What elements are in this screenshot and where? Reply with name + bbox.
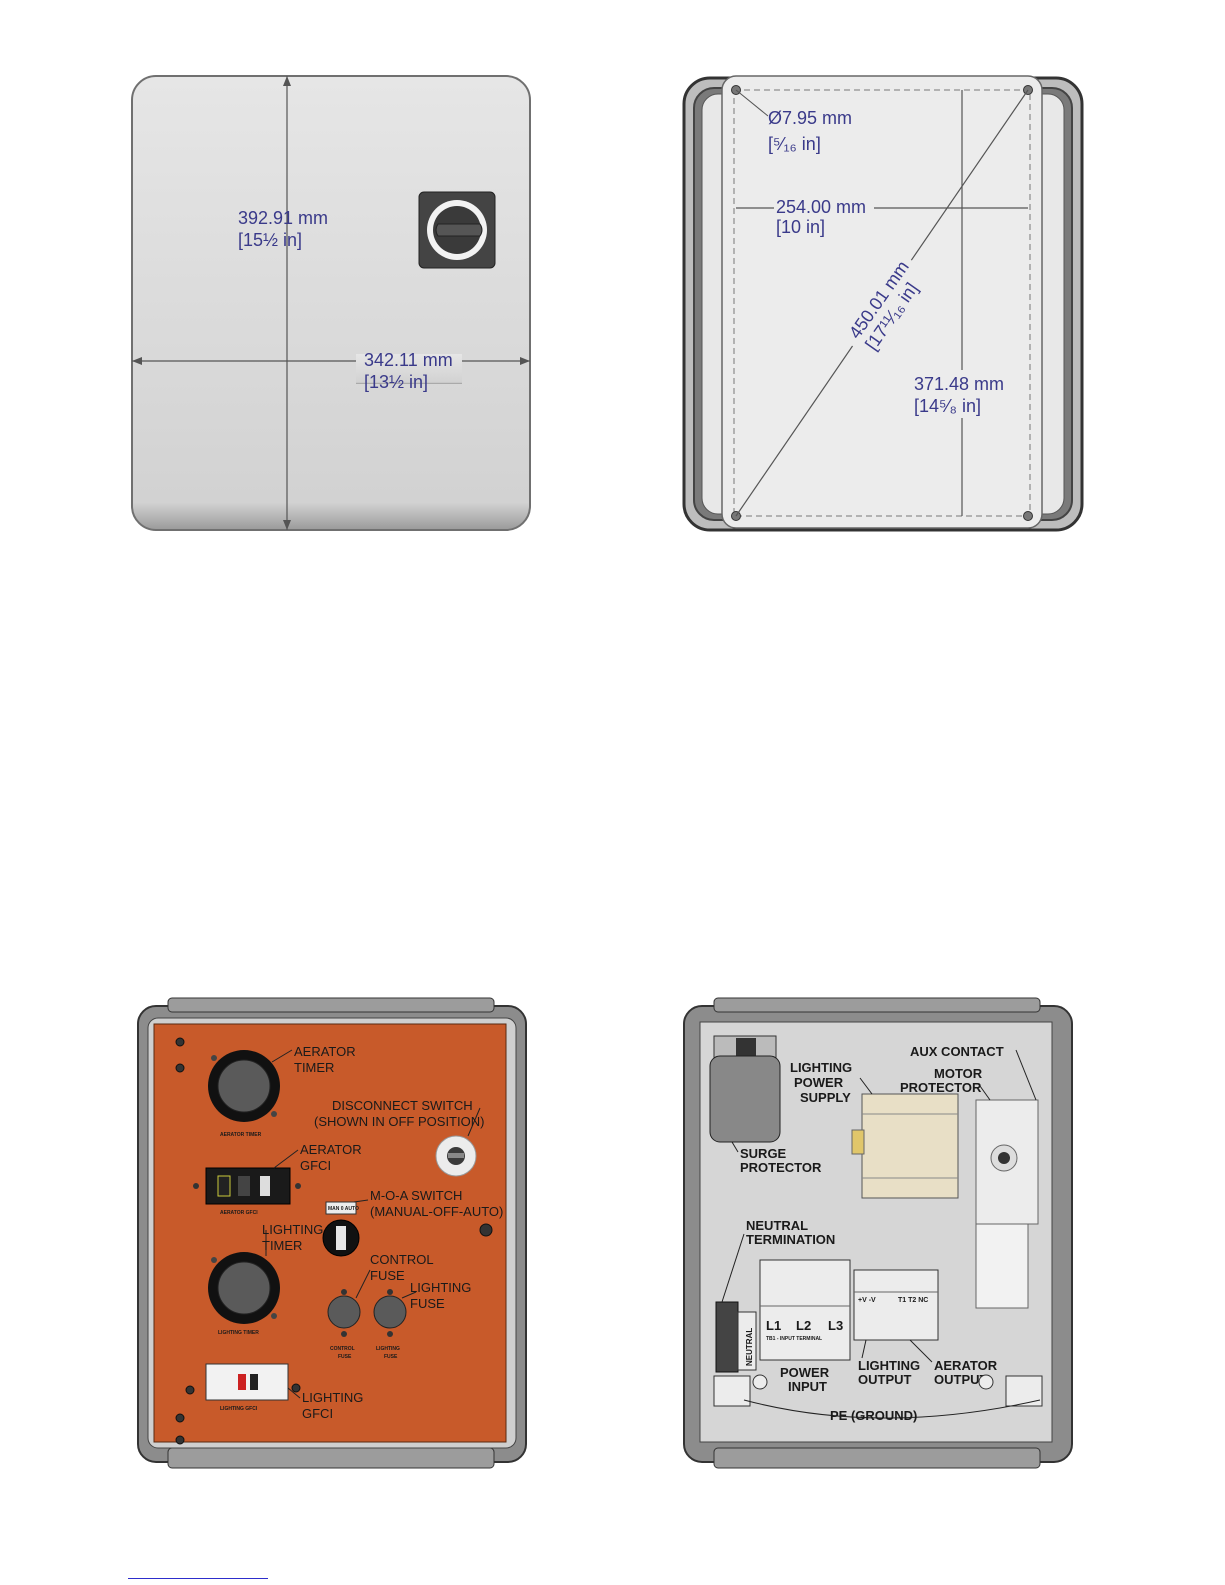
surge-protector <box>709 1035 781 1143</box>
aux-contact-label: AUX CONTACT <box>910 1044 1004 1059</box>
plate-width-in: [10 in] <box>776 217 825 237</box>
lighting-gfci-label-2: GFCI <box>302 1406 333 1421</box>
control-fuse-plate: CONTROL <box>330 1346 355 1352</box>
aerator-timer-plate: AERATOR TIMER <box>220 1132 262 1138</box>
neutral-termination <box>715 1301 757 1373</box>
lighting-timer-plate: LIGHTING TIMER <box>218 1330 259 1336</box>
surge-protector-label: SURGE <box>740 1146 787 1161</box>
front-view-diagram: 392.91 mm [15½ in] 342.11 mm [13½ in] <box>131 75 531 531</box>
disconnect-label: DISCONNECT SWITCH <box>332 1098 473 1113</box>
lighting-power-supply-label-3: SUPPLY <box>800 1090 851 1105</box>
lighting-power-supply-label: LIGHTING <box>790 1060 852 1075</box>
hole-diameter-mm: Ø7.95 mm <box>768 108 852 128</box>
control-fuse-plate-2: FUSE <box>338 1354 352 1360</box>
lighting-fuse-holder[interactable] <box>373 1289 407 1337</box>
terminal-l3: L3 <box>828 1318 843 1333</box>
input-terminal-block <box>759 1259 851 1361</box>
plate-width-mm: 254.00 mm <box>776 197 866 217</box>
interior-diagram: SURGE PROTECTOR LIGHTING POWER SUPPLY MO… <box>683 997 1073 1469</box>
lighting-timer-dial[interactable] <box>208 1252 280 1324</box>
pe-ground-label: PE (GROUND) <box>830 1408 917 1423</box>
lighting-fuse-label: LIGHTING <box>410 1280 471 1295</box>
lighting-gfci-label: LIGHTING <box>302 1390 363 1405</box>
power-input-label: POWER <box>780 1365 830 1380</box>
lighting-timer-label-2: TIMER <box>262 1238 302 1253</box>
terminal-l2: L2 <box>796 1318 811 1333</box>
power-input-label-2: INPUT <box>788 1379 827 1394</box>
lighting-gfci-plate: LIGHTING GFCI <box>220 1406 258 1412</box>
moa-switch[interactable] <box>322 1201 360 1257</box>
front-enclosure <box>131 75 531 531</box>
moa-label-2: (MANUAL-OFF-AUTO) <box>370 1204 503 1219</box>
terminal-l1: L1 <box>766 1318 781 1333</box>
aerator-gfci-receptacle[interactable] <box>193 1167 301 1205</box>
hole-diameter-in: [⁵⁄₁₆ in] <box>768 134 821 154</box>
lighting-terminals: +V -V <box>858 1297 876 1304</box>
plate-height-in: [14⁵⁄₈ in] <box>914 396 981 416</box>
control-fuse-holder[interactable] <box>327 1289 361 1337</box>
motor-protector-label-2: PROTECTOR <box>900 1080 982 1095</box>
back-view-diagram: Ø7.95 mm [⁵⁄₁₆ in] 254.00 mm [10 in] 450… <box>682 75 1084 532</box>
moa-plate: MAN 0 AUTO <box>328 1206 359 1212</box>
footer-link-underline <box>128 1578 268 1579</box>
control-fuse-label-2: FUSE <box>370 1268 405 1283</box>
plate-height-mm: 371.48 mm <box>914 374 1004 394</box>
aerator-gfci-plate: AERATOR GFCI <box>220 1210 258 1216</box>
aerator-timer-label-2: TIMER <box>294 1060 334 1075</box>
moa-label: M-O-A SWITCH <box>370 1188 462 1203</box>
disconnect-switch[interactable] <box>435 1135 477 1177</box>
output-terminal-block <box>853 1269 939 1341</box>
motor-protector <box>975 1099 1039 1309</box>
aerator-timer-dial[interactable] <box>208 1050 280 1122</box>
neutral-termination-label-2: TERMINATION <box>746 1232 835 1247</box>
aerator-timer-label: AERATOR <box>294 1044 356 1059</box>
neutral-termination-label: NEUTRAL <box>746 1218 808 1233</box>
aerator-gfci-label: AERATOR <box>300 1142 362 1157</box>
neutral-label: NEUTRAL <box>745 1328 754 1366</box>
lighting-output-label-2: OUTPUT <box>858 1372 912 1387</box>
front-height-in: [15½ in] <box>238 230 302 250</box>
lighting-timer-label: LIGHTING <box>262 1222 323 1237</box>
aerator-gfci-label-2: GFCI <box>300 1158 331 1173</box>
motor-protector-label: MOTOR <box>934 1066 983 1081</box>
lighting-output-label: LIGHTING <box>858 1358 920 1373</box>
control-panel-diagram: AERATOR TIMER AERATOR TIMER DISCONNECT S… <box>137 997 527 1469</box>
lighting-gfci-receptacle[interactable] <box>205 1363 289 1401</box>
front-width-mm: 342.11 mm <box>364 350 453 370</box>
lighting-fuse-plate-2: FUSE <box>384 1354 398 1360</box>
front-width-in: [13½ in] <box>364 372 428 392</box>
disconnect-switch-knob[interactable] <box>418 191 496 269</box>
surge-protector-label-2: PROTECTOR <box>740 1160 822 1175</box>
control-fuse-label: CONTROL <box>370 1252 434 1267</box>
lighting-fuse-plate: LIGHTING <box>376 1346 400 1352</box>
aerator-output-label-2: OUTPUT <box>934 1372 988 1387</box>
disconnect-label-2: (SHOWN IN OFF POSITION) <box>314 1114 484 1129</box>
lighting-power-supply <box>851 1093 959 1199</box>
aerator-output-label: AERATOR <box>934 1358 998 1373</box>
front-height-mm: 392.91 mm <box>238 208 328 228</box>
lighting-fuse-label-2: FUSE <box>410 1296 445 1311</box>
lighting-power-supply-label-2: POWER <box>794 1075 844 1090</box>
aerator-terminals: T1 T2 NC <box>898 1297 928 1304</box>
tb1-label: TB1 - INPUT TERMINAL <box>766 1336 822 1342</box>
